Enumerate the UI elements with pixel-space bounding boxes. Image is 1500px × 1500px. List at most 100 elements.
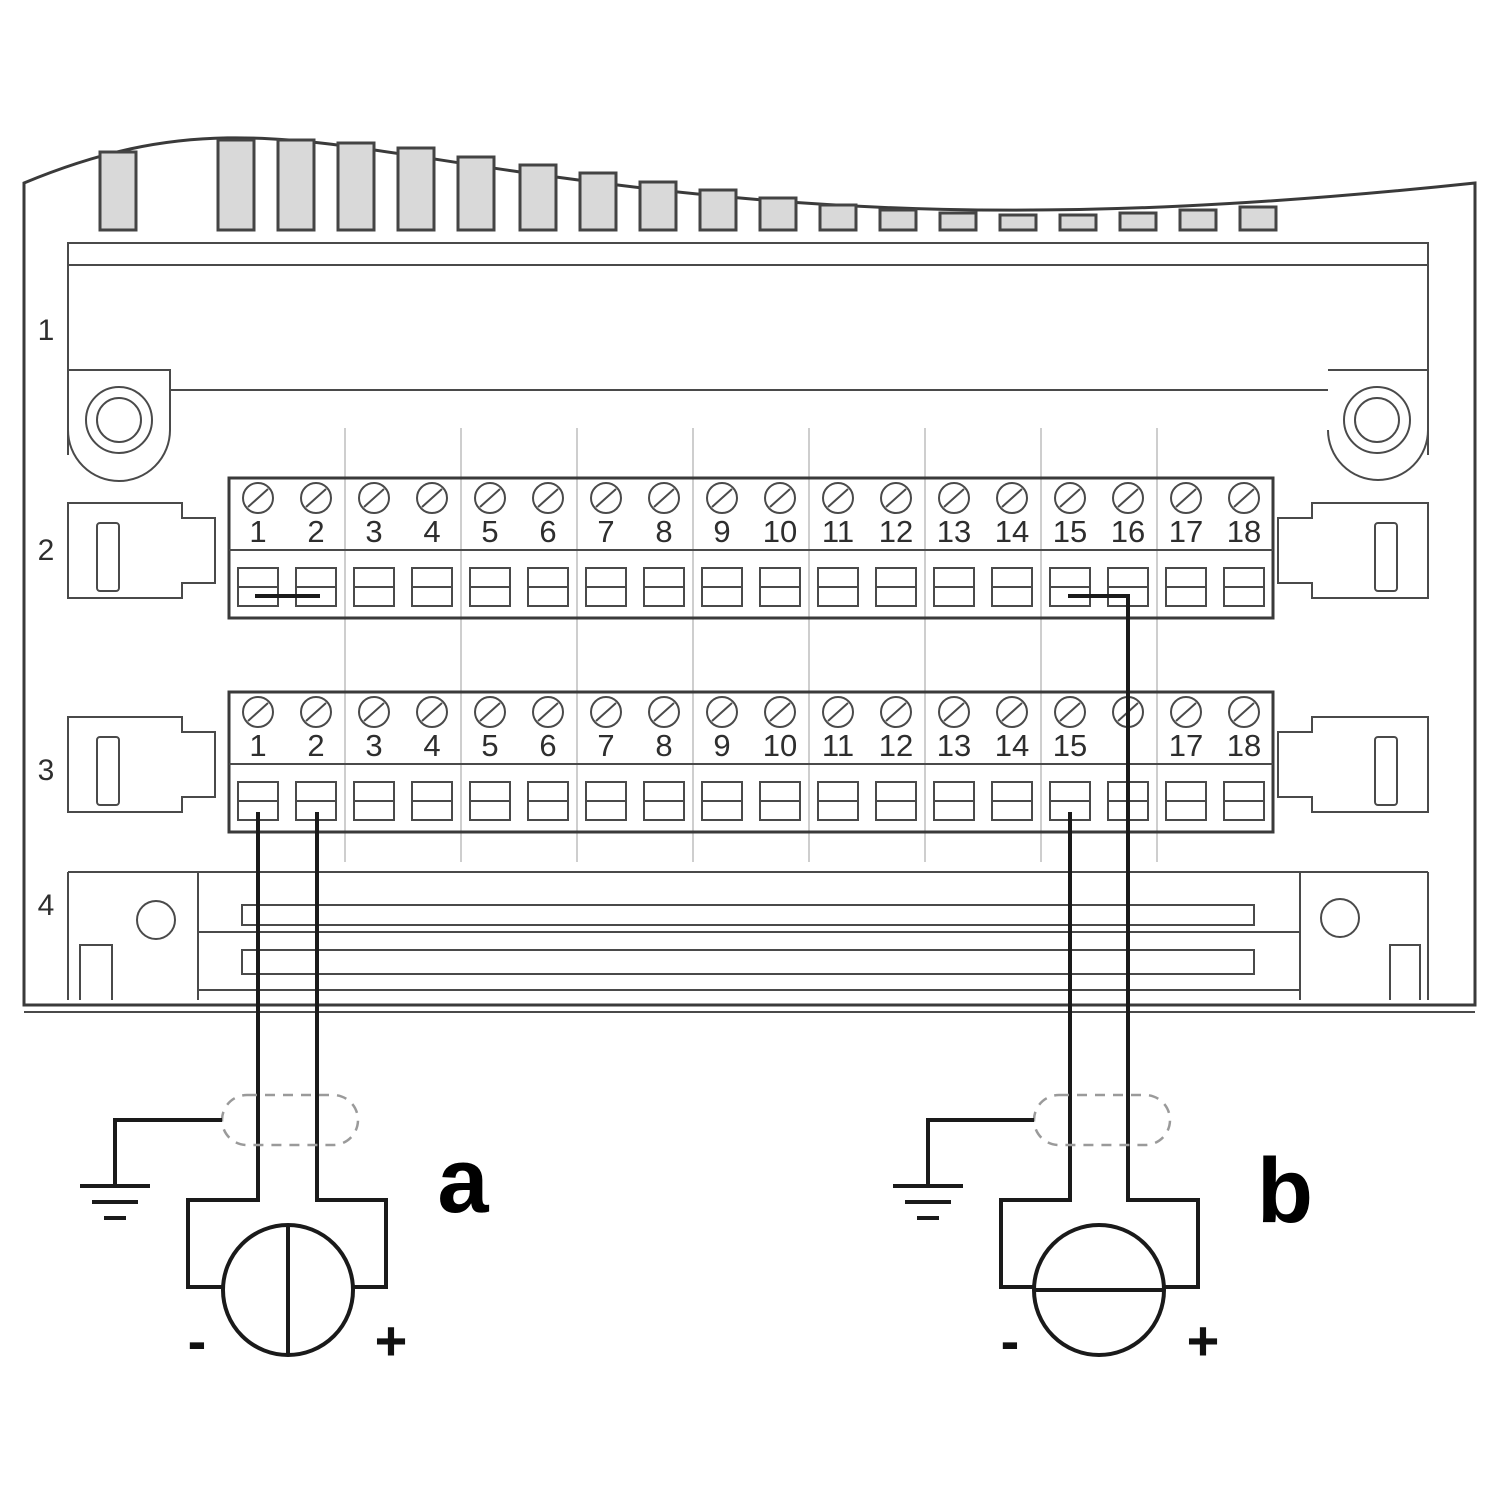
terminal-screw-icon[interactable] <box>300 696 332 728</box>
wire-entry[interactable] <box>1165 567 1207 607</box>
wire-entry[interactable] <box>991 781 1033 821</box>
terminal-screw-icon[interactable] <box>1112 482 1144 514</box>
terminal-screw-icon[interactable] <box>474 696 506 728</box>
terminal-number: 16 <box>1111 514 1145 549</box>
wire-entry[interactable] <box>411 567 453 607</box>
terminal-screw-icon[interactable] <box>1228 482 1260 514</box>
terminal-screw-icon[interactable] <box>706 482 738 514</box>
vent-slot <box>396 146 436 232</box>
wire-entry[interactable] <box>469 567 511 607</box>
section-label-1: 1 <box>38 314 55 347</box>
wire-entry[interactable] <box>1223 781 1265 821</box>
terminal-number: 15 <box>1053 728 1087 763</box>
terminal-screw-icon[interactable] <box>822 482 854 514</box>
terminal-screw-icon[interactable] <box>880 696 912 728</box>
circuit-label-a: a <box>437 1130 489 1232</box>
wire-entry[interactable] <box>585 781 627 821</box>
wire-entry[interactable] <box>875 781 917 821</box>
wire-entry[interactable] <box>1049 567 1091 607</box>
terminal-screw-icon[interactable] <box>590 696 622 728</box>
terminal-screw-icon[interactable] <box>764 482 796 514</box>
wire-entry[interactable] <box>411 781 453 821</box>
terminal-screw-icon[interactable] <box>822 696 854 728</box>
terminal-screw-icon[interactable] <box>416 696 448 728</box>
wire-entry[interactable] <box>933 567 975 607</box>
wire-entry[interactable] <box>643 781 685 821</box>
wire-entry[interactable] <box>469 781 511 821</box>
vent-slot <box>1178 208 1218 232</box>
terminal-screw-icon[interactable] <box>242 482 274 514</box>
wire-entry[interactable] <box>527 567 569 607</box>
wire-entry[interactable] <box>643 567 685 607</box>
wire-entry[interactable] <box>237 567 279 607</box>
terminal-screw-icon[interactable] <box>880 482 912 514</box>
wire-entry[interactable] <box>1165 781 1207 821</box>
terminal-number: 14 <box>995 728 1029 763</box>
terminal-screw-icon[interactable] <box>416 482 448 514</box>
vent-slot <box>336 141 376 232</box>
vent-slot <box>878 208 918 232</box>
wire-entry[interactable] <box>701 567 743 607</box>
terminal-number: 5 <box>481 728 498 763</box>
terminal-number: 2 <box>307 514 324 549</box>
terminal-screw-icon[interactable] <box>1228 696 1260 728</box>
top-cover <box>67 242 1429 482</box>
terminal-number: 11 <box>822 728 854 763</box>
terminal-screw-icon[interactable] <box>648 482 680 514</box>
wire-entry[interactable] <box>875 567 917 607</box>
terminal-screw-icon[interactable] <box>1054 696 1086 728</box>
wire-entry[interactable] <box>353 781 395 821</box>
terminal-number: 2 <box>307 728 324 763</box>
wire-entry[interactable] <box>585 567 627 607</box>
terminal-screw-icon[interactable] <box>706 696 738 728</box>
wire-entry[interactable] <box>527 781 569 821</box>
mounting-screw-left-icon <box>85 386 153 454</box>
terminal-number: 12 <box>879 514 913 549</box>
terminal-screw-icon[interactable] <box>1054 482 1086 514</box>
terminal-number: 17 <box>1169 514 1203 549</box>
terminal-screw-icon[interactable] <box>358 696 390 728</box>
terminal-screw-icon[interactable] <box>996 482 1028 514</box>
vent-slot <box>456 155 496 232</box>
wire-entry[interactable] <box>1223 567 1265 607</box>
wire-entry[interactable] <box>353 567 395 607</box>
terminal-screw-icon[interactable] <box>474 482 506 514</box>
terminal-screw-icon[interactable] <box>358 482 390 514</box>
wire-entry[interactable] <box>817 567 859 607</box>
terminal-screw-icon[interactable] <box>300 482 332 514</box>
wire-entry[interactable] <box>759 567 801 607</box>
section-label-3: 3 <box>38 754 55 787</box>
circuit-a-plus-sign: + <box>375 1309 408 1372</box>
circuit-a-minus-sign: - <box>188 1309 207 1372</box>
wire-entry[interactable] <box>701 781 743 821</box>
terminal-screw-icon[interactable] <box>648 696 680 728</box>
vent-slot <box>758 196 798 232</box>
terminal-screw-icon[interactable] <box>764 696 796 728</box>
terminal-screw-icon[interactable] <box>1170 482 1202 514</box>
terminal-screw-icon[interactable] <box>532 696 564 728</box>
terminal-number: 10 <box>763 728 797 763</box>
terminal-number: 18 <box>1227 728 1261 763</box>
terminal-screw-icon[interactable] <box>242 696 274 728</box>
terminal-screw-icon[interactable] <box>938 482 970 514</box>
wire-entry[interactable] <box>991 567 1033 607</box>
terminal-number: 3 <box>365 728 382 763</box>
vent-slot <box>98 150 138 232</box>
terminal-number: 8 <box>655 514 672 549</box>
terminal-screw-icon[interactable] <box>1170 696 1202 728</box>
terminal-screw-icon[interactable] <box>996 696 1028 728</box>
wire-entry[interactable] <box>759 781 801 821</box>
wire-entry[interactable] <box>817 781 859 821</box>
wire-entry[interactable] <box>933 781 975 821</box>
terminal-number: 18 <box>1227 514 1261 549</box>
current-source-a-icon <box>221 1223 355 1357</box>
circuit-a-wiring <box>113 812 388 1289</box>
terminal-screw-icon[interactable] <box>532 482 564 514</box>
wire-entry[interactable] <box>295 567 337 607</box>
terminal-screw-icon[interactable] <box>590 482 622 514</box>
terminal-number: 13 <box>937 728 971 763</box>
clamp-screw-right-icon <box>1320 898 1360 938</box>
terminal-screw-icon[interactable] <box>938 696 970 728</box>
